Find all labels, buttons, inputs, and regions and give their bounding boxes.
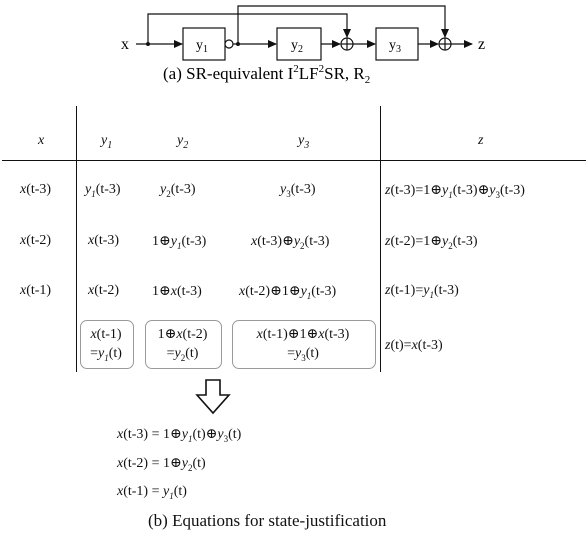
cell-x: x(t-3) <box>20 182 52 197</box>
box-y2 <box>145 320 222 369</box>
cell-x: x(t-1) <box>20 283 52 298</box>
header-rule <box>2 160 586 161</box>
header-x: x <box>38 133 45 148</box>
cell-y2: 1⊕x(t-3) <box>152 284 202 299</box>
cell-y2: y2(t-3) <box>160 182 196 199</box>
column-divider-2 <box>380 106 381 372</box>
equation-1: x(t-3) = 1⊕y1(t)⊕y3(t) <box>117 427 242 444</box>
header-y2: y2 <box>177 133 189 151</box>
block-y3 <box>375 27 419 61</box>
output-label: z <box>478 36 485 53</box>
cell-y1: x(t-2) <box>88 283 120 298</box>
equation-3: x(t-1) = y1(t) <box>117 484 187 501</box>
header-y3: y3 <box>298 133 310 151</box>
inversion-bubble <box>224 39 234 49</box>
feedback-y1-to-xor2 <box>237 5 449 44</box>
cell-y1: x(t-1)=y1(t) <box>90 327 122 363</box>
cell-y1: x(t-3) <box>88 233 120 248</box>
equation-2: x(t-2) = 1⊕y2(t) <box>117 456 206 473</box>
cell-y2: 1⊕x(t-2)=y2(t) <box>157 327 208 363</box>
cell-y1: y1(t-3) <box>85 182 121 199</box>
caption-b: (b) Equations for state-justification <box>148 511 387 530</box>
cell-z: z(t)=x(t-3) <box>385 338 443 353</box>
input-label: x <box>121 36 129 53</box>
cell-y3: x(t-2)⊕1⊕y1(t-3) <box>239 284 337 301</box>
caption-a: (a) SR-equivalent I2LF2SR, R2 <box>163 63 370 86</box>
column-divider-1 <box>76 106 77 372</box>
header-z: z <box>478 133 484 148</box>
cell-z: z(t-3)=1⊕y1(t-3)⊕y3(t-3) <box>385 183 525 200</box>
cell-y3: x(t-3)⊕y2(t-3) <box>251 234 330 251</box>
down-arrow-icon <box>195 379 231 415</box>
circuit-diagram: x z y1 y2 y3 (a) SR-equivalent I2LF2SR, … <box>121 5 485 86</box>
cell-y3: y3(t-3) <box>280 182 316 199</box>
header-y1: y1 <box>101 133 113 151</box>
box-y3 <box>232 320 376 369</box>
cell-x: x(t-2) <box>20 233 52 248</box>
cell-y3: x(t-1)⊕1⊕x(t-3)=y3(t) <box>256 327 350 363</box>
cell-z: z(t-1)=y1(t-3) <box>385 283 459 300</box>
feedback-x-to-xor1 <box>147 13 351 44</box>
cell-z: z(t-2)=1⊕y2(t-3) <box>385 234 478 251</box>
cell-y2: 1⊕y1(t-3) <box>152 234 207 251</box>
box-y1 <box>80 320 134 369</box>
